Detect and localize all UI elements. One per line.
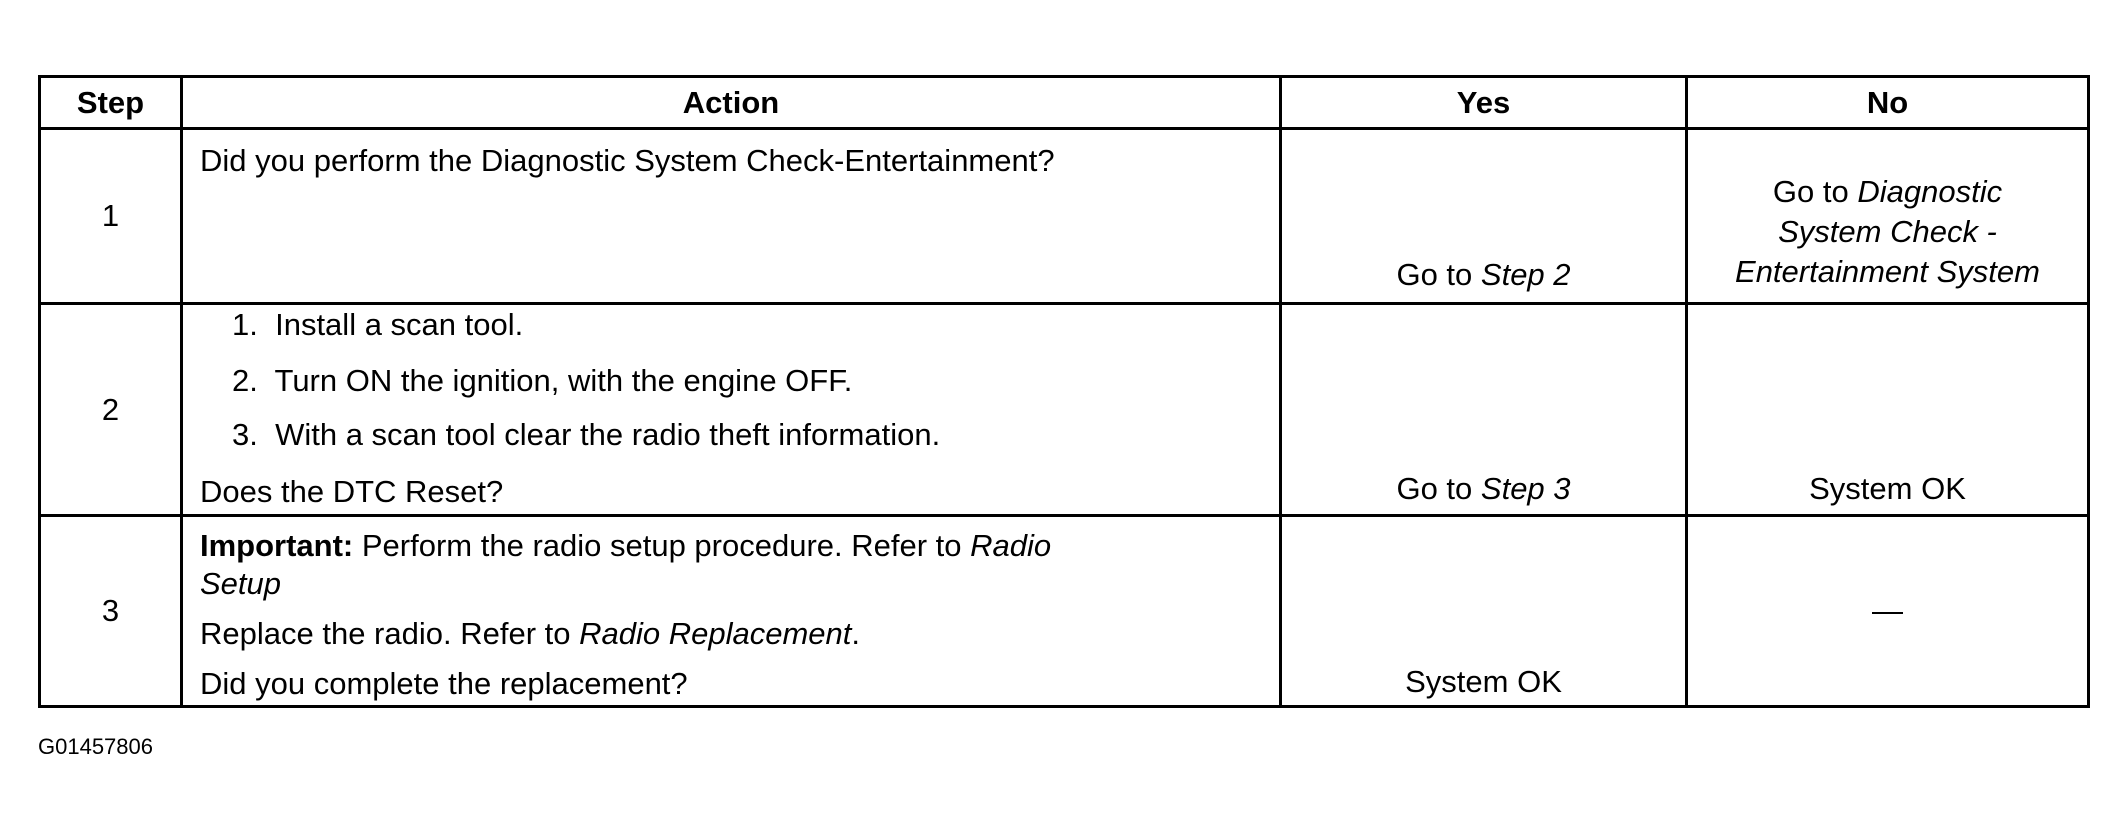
list-text: With a scan tool clear the radio theft i… <box>275 417 941 452</box>
table-row: 3 Important: Perform the radio setup pro… <box>38 514 2090 708</box>
yes-cell: Go to Step 2 <box>1279 127 1688 305</box>
list-item: 2. Turn ON the ignition, with the engine… <box>200 361 1263 415</box>
step-number: 2 <box>38 302 183 517</box>
important-note: Important: Perform the radio setup proce… <box>200 527 1263 603</box>
action-cell: Important: Perform the radio setup proce… <box>180 514 1282 708</box>
figure-id: G01457806 <box>38 734 153 759</box>
list-number: 2. <box>232 363 258 398</box>
action-question: Did you complete the replacement? <box>200 665 688 701</box>
list-text: Turn ON the ignition, with the engine OF… <box>274 363 853 398</box>
header-step: Step <box>38 75 183 130</box>
step-number: 1 <box>38 127 183 305</box>
list-item: 1. Install a scan tool. <box>200 309 1263 361</box>
action-question: Does the DTC Reset? <box>200 474 504 509</box>
action-cell: Did you perform the Diagnostic System Ch… <box>180 127 1282 305</box>
no-link-line-1[interactable]: Diagnostic <box>1857 174 2003 209</box>
list-item: 3. With a scan tool clear the radio thef… <box>200 415 1263 469</box>
list-number: 3. <box>232 417 258 452</box>
list-text: Install a scan tool. <box>275 307 524 342</box>
header-action: Action <box>180 75 1282 130</box>
radio-setup-link-2[interactable]: Setup <box>200 566 282 601</box>
action-text: Did you perform the Diagnostic System Ch… <box>200 143 1055 178</box>
yes-cell: System OK <box>1279 514 1688 708</box>
yes-prefix: Go to <box>1396 257 1481 293</box>
list-number: 1. <box>232 307 258 342</box>
header-no: No <box>1685 75 2090 130</box>
no-cell: System OK <box>1685 302 2090 517</box>
replace-text: Replace the radio. Refer to <box>200 616 580 651</box>
step-number: 3 <box>38 514 183 708</box>
important-label: Important: <box>200 528 354 563</box>
yes-prefix: Go to <box>1396 471 1481 507</box>
no-cell: — <box>1685 514 2090 708</box>
yes-step-link[interactable]: Step 2 <box>1480 257 1571 293</box>
action-cell: 1. Install a scan tool. 2. Turn ON the i… <box>180 302 1282 517</box>
replace-end: . <box>851 616 860 651</box>
no-link-line-3[interactable]: Entertainment System <box>1735 254 2040 289</box>
action-steps-list: 1. Install a scan tool. 2. Turn ON the i… <box>200 309 1263 469</box>
table-row: 2 1. Install a scan tool. 2. Turn ON the… <box>38 302 2090 517</box>
header-row: Step Action Yes No <box>38 75 2090 130</box>
no-prefix: Go to <box>1772 174 1858 209</box>
no-link-line-2[interactable]: System Check - <box>1778 214 1997 249</box>
header-yes: Yes <box>1279 75 1688 130</box>
radio-setup-link-1[interactable]: Radio <box>970 528 1052 563</box>
important-text: Perform the radio setup procedure. Refer… <box>353 528 971 563</box>
yes-step-link[interactable]: Step 3 <box>1480 471 1571 507</box>
yes-cell: Go to Step 3 <box>1279 302 1688 517</box>
diagnostic-table: Step Action Yes No 1 Did you perform the… <box>38 75 2090 708</box>
table-row: 1 Did you perform the Diagnostic System … <box>38 127 2090 305</box>
replace-instruction: Replace the radio. Refer to Radio Replac… <box>200 615 1263 653</box>
no-cell: Go to Diagnostic System Check - Entertai… <box>1685 127 2090 305</box>
radio-replacement-link[interactable]: Radio Replacement <box>579 616 852 651</box>
